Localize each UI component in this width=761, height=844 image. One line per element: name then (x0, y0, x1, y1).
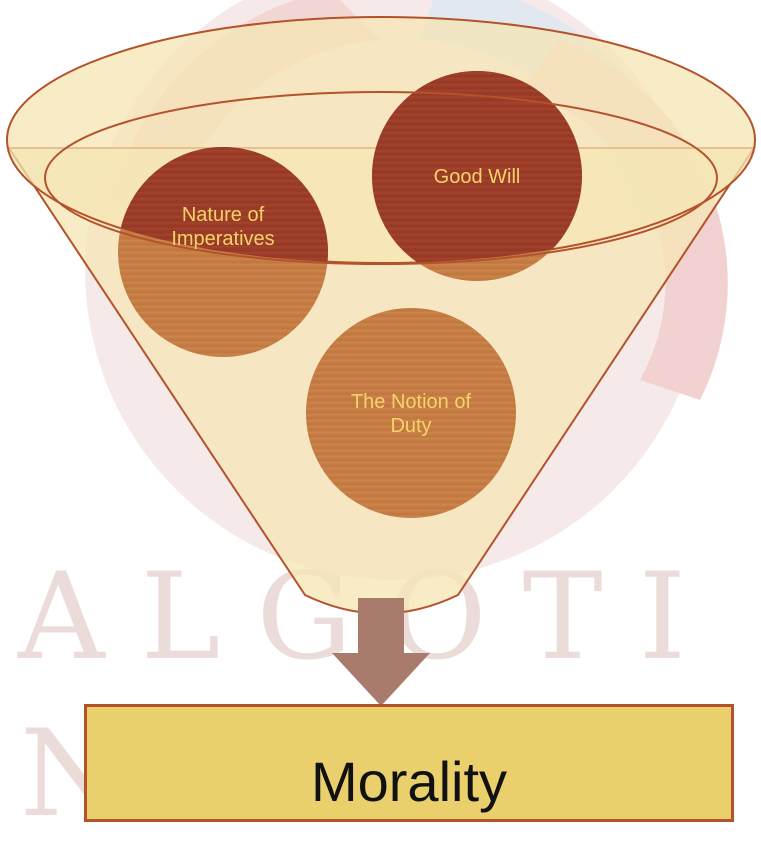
circle-label-good-will: Good Will (433, 166, 521, 188)
funnel-inner-rim (44, 91, 718, 265)
down-arrow (332, 598, 430, 706)
circle-label-duty: The Notion of Duty (350, 391, 472, 437)
outcome-label: Morality (310, 749, 508, 813)
diagram-canvas (6, 16, 756, 706)
outcome-box: Morality (84, 704, 734, 822)
circle-label-nature: Nature of Imperatives (171, 204, 275, 250)
circle-notion-of-duty (306, 308, 516, 518)
funnel-diagram: ALGOTI N L (6, 0, 756, 844)
